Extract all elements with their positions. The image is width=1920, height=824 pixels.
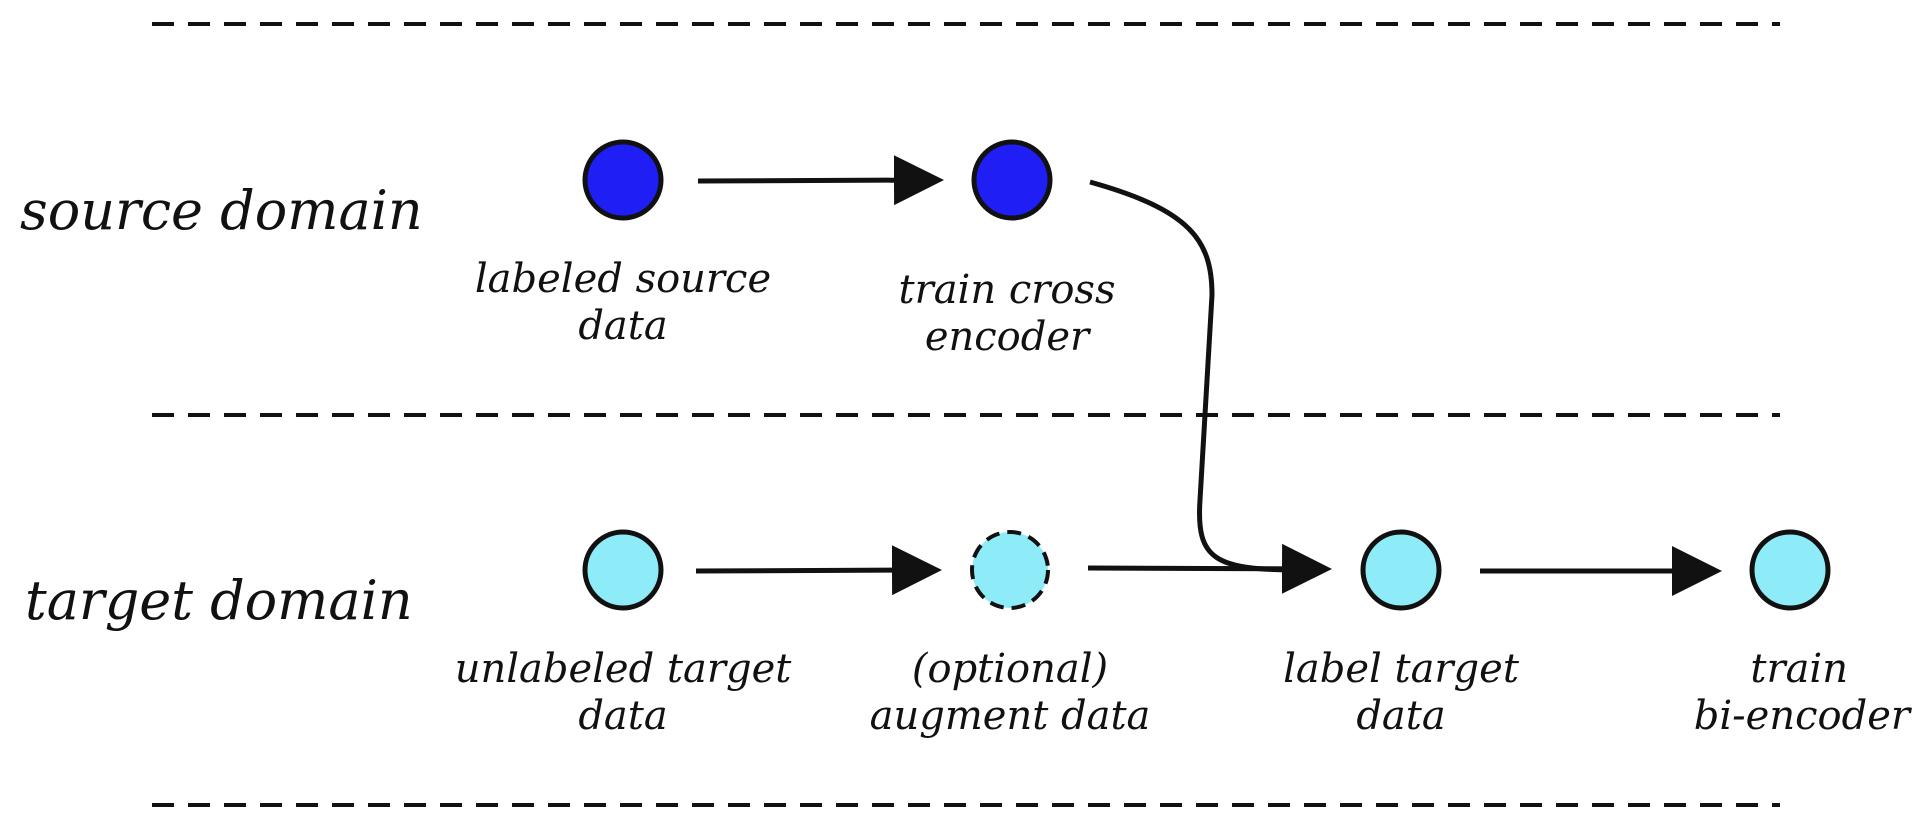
node-labeled-source-data [582,139,664,221]
label-line: bi-encoder [1693,693,1910,739]
arrow-labeled-source-to-train-cross [697,155,944,206]
arrow-unlabeled-target-to-augment [695,545,942,596]
node-label-target-data [1360,529,1442,611]
label-labeled-source-data: labeled source data [433,256,813,350]
label-line: augment data [869,693,1151,739]
label-train-cross-encoder: train cross encoder [817,267,1197,361]
arrow-train-cross-to-label-target [1089,179,1320,573]
arrow-augment-to-label-target [1087,543,1332,594]
node-train-bi-encoder [1749,529,1831,611]
node-optional-augment-data [970,530,1050,610]
node-train-cross-encoder [971,139,1053,221]
label-label-target-data: label target data [1211,646,1591,740]
node-unlabeled-target-data [582,529,664,611]
label-unlabeled-target-data: unlabeled target data [433,646,813,740]
lane-label-target: target domain [25,569,413,632]
label-line: label target [1283,646,1519,692]
label-line: train [1750,646,1848,692]
label-line: (optional) [911,646,1109,692]
label-line: labeled source [474,256,772,302]
label-line: data [578,303,668,349]
label-line: unlabeled target [454,646,792,692]
label-line: encoder [924,314,1090,360]
label-line: data [578,693,668,739]
label-train-bi-encoder: train bi-encoder [1520,646,1910,740]
label-line: train cross [898,267,1116,313]
label-optional-augment-data: (optional) augment data [820,646,1200,740]
lane-label-source: source domain [20,179,423,242]
label-line: data [1356,693,1446,739]
